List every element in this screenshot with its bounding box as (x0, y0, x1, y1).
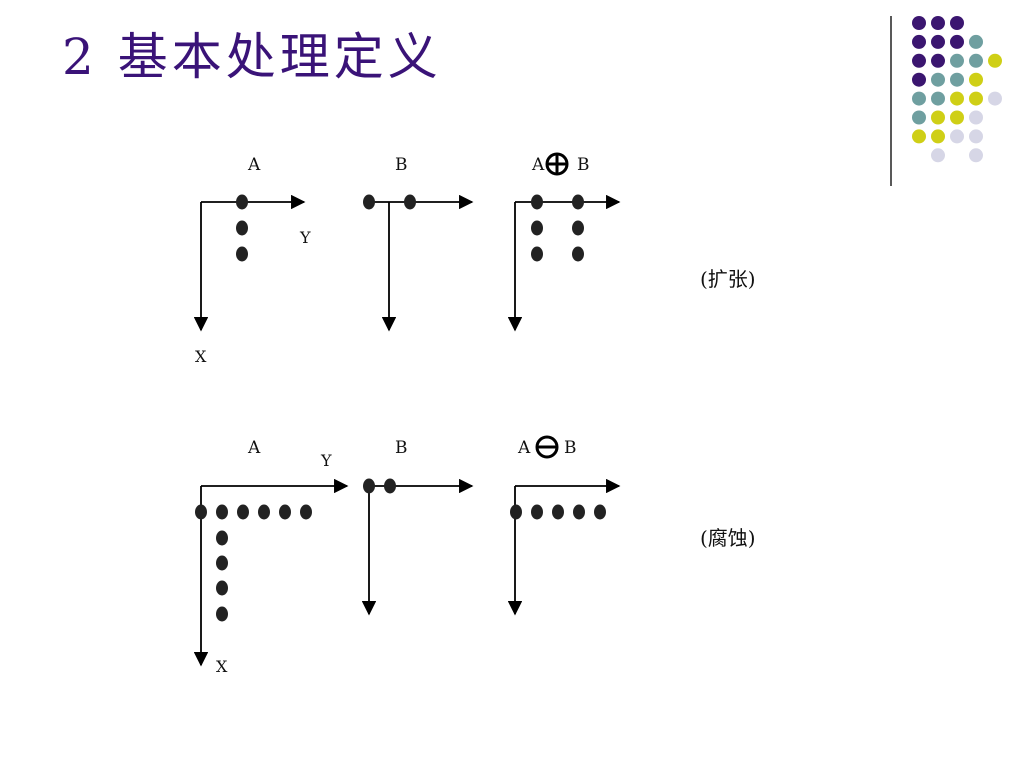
point (531, 504, 543, 520)
decorative-dot (912, 72, 926, 87)
erosion-axis-y: Y (320, 451, 332, 470)
dilation-result-label-b: B (577, 155, 590, 175)
point (363, 478, 375, 494)
erosion-result-label-a: A (517, 438, 531, 458)
point (195, 504, 207, 520)
erosion-result-points (510, 504, 606, 520)
point (258, 504, 270, 520)
dilation-caption: (扩张) (700, 267, 756, 291)
point (572, 194, 584, 210)
erosion-label-a: A (247, 438, 261, 458)
point (216, 555, 228, 571)
decorative-dot (988, 91, 1002, 106)
decorative-dot (950, 34, 964, 49)
point (572, 220, 584, 236)
dilation-a-points (236, 194, 248, 262)
decorative-dot (950, 91, 964, 106)
decorative-dot (912, 110, 926, 125)
dilation-label-a: A (247, 155, 261, 175)
dilation-axis-x: X (195, 347, 207, 366)
point (216, 504, 228, 520)
point (300, 504, 312, 520)
decorative-dot (950, 53, 964, 68)
dilation-result-axes (507, 194, 621, 332)
erosion-a-points (195, 504, 312, 622)
decorative-dot (969, 53, 983, 68)
dilation-row: A B A B Y X (193, 152, 756, 366)
dilation-a-axes (193, 194, 306, 332)
decorative-dot (912, 129, 926, 144)
decorative-dot (988, 53, 1002, 68)
decorative-dot (969, 91, 983, 106)
point (236, 246, 248, 262)
circle-plus-icon (545, 152, 569, 176)
erosion-b-axes (361, 478, 474, 616)
decorative-dot (931, 53, 945, 68)
point (572, 246, 584, 262)
point (363, 194, 375, 210)
erosion-axis-x: X (216, 657, 228, 676)
decorative-dot (969, 148, 983, 163)
decorative-dot (950, 72, 964, 87)
decorative-dot-grid (890, 16, 1002, 186)
decorative-dot (950, 129, 964, 144)
decorative-dot (931, 129, 945, 144)
decorative-dot (931, 16, 945, 30)
decorative-dot (912, 53, 926, 68)
point (531, 220, 543, 236)
point (404, 194, 416, 210)
decorative-dot (931, 110, 945, 125)
point (384, 478, 396, 494)
point (237, 504, 249, 520)
erosion-result-label-b: B (564, 438, 577, 458)
erosion-result-axes (507, 478, 621, 616)
dilation-b-axes (369, 194, 474, 332)
decorative-dot (912, 16, 926, 30)
slide-title: 2 基本处理定义 (62, 28, 442, 86)
decorative-dot (969, 110, 983, 125)
dilation-b-points (363, 194, 416, 210)
point (510, 504, 522, 520)
dilation-label-b: B (395, 155, 408, 175)
point (216, 580, 228, 596)
circle-minus-icon (535, 435, 559, 459)
dilation-result-points (531, 194, 584, 262)
decorative-dot (950, 110, 964, 125)
decorative-dot (912, 91, 926, 106)
decorative-dot (931, 72, 945, 87)
erosion-caption: (腐蚀) (700, 526, 756, 550)
point (236, 194, 248, 210)
decorative-dot (931, 148, 945, 163)
dilation-result-label-a: A (531, 155, 545, 175)
decorative-dot (931, 34, 945, 49)
point (552, 504, 564, 520)
point (216, 530, 228, 546)
dilation-axis-y: Y (299, 228, 311, 247)
erosion-label-b: B (395, 438, 408, 458)
erosion-b-points (363, 478, 396, 494)
point (594, 504, 606, 520)
point (236, 220, 248, 236)
decorative-dot (931, 91, 945, 106)
decorative-dot (950, 16, 964, 30)
decorative-dot (969, 129, 983, 144)
decorative-dot (912, 34, 926, 49)
point (531, 246, 543, 262)
decorative-dot (969, 72, 983, 87)
point (216, 606, 228, 622)
erosion-row: A Y B A B X (193, 435, 756, 676)
point (573, 504, 585, 520)
point (279, 504, 291, 520)
point (531, 194, 543, 210)
decorative-dot (969, 34, 983, 49)
